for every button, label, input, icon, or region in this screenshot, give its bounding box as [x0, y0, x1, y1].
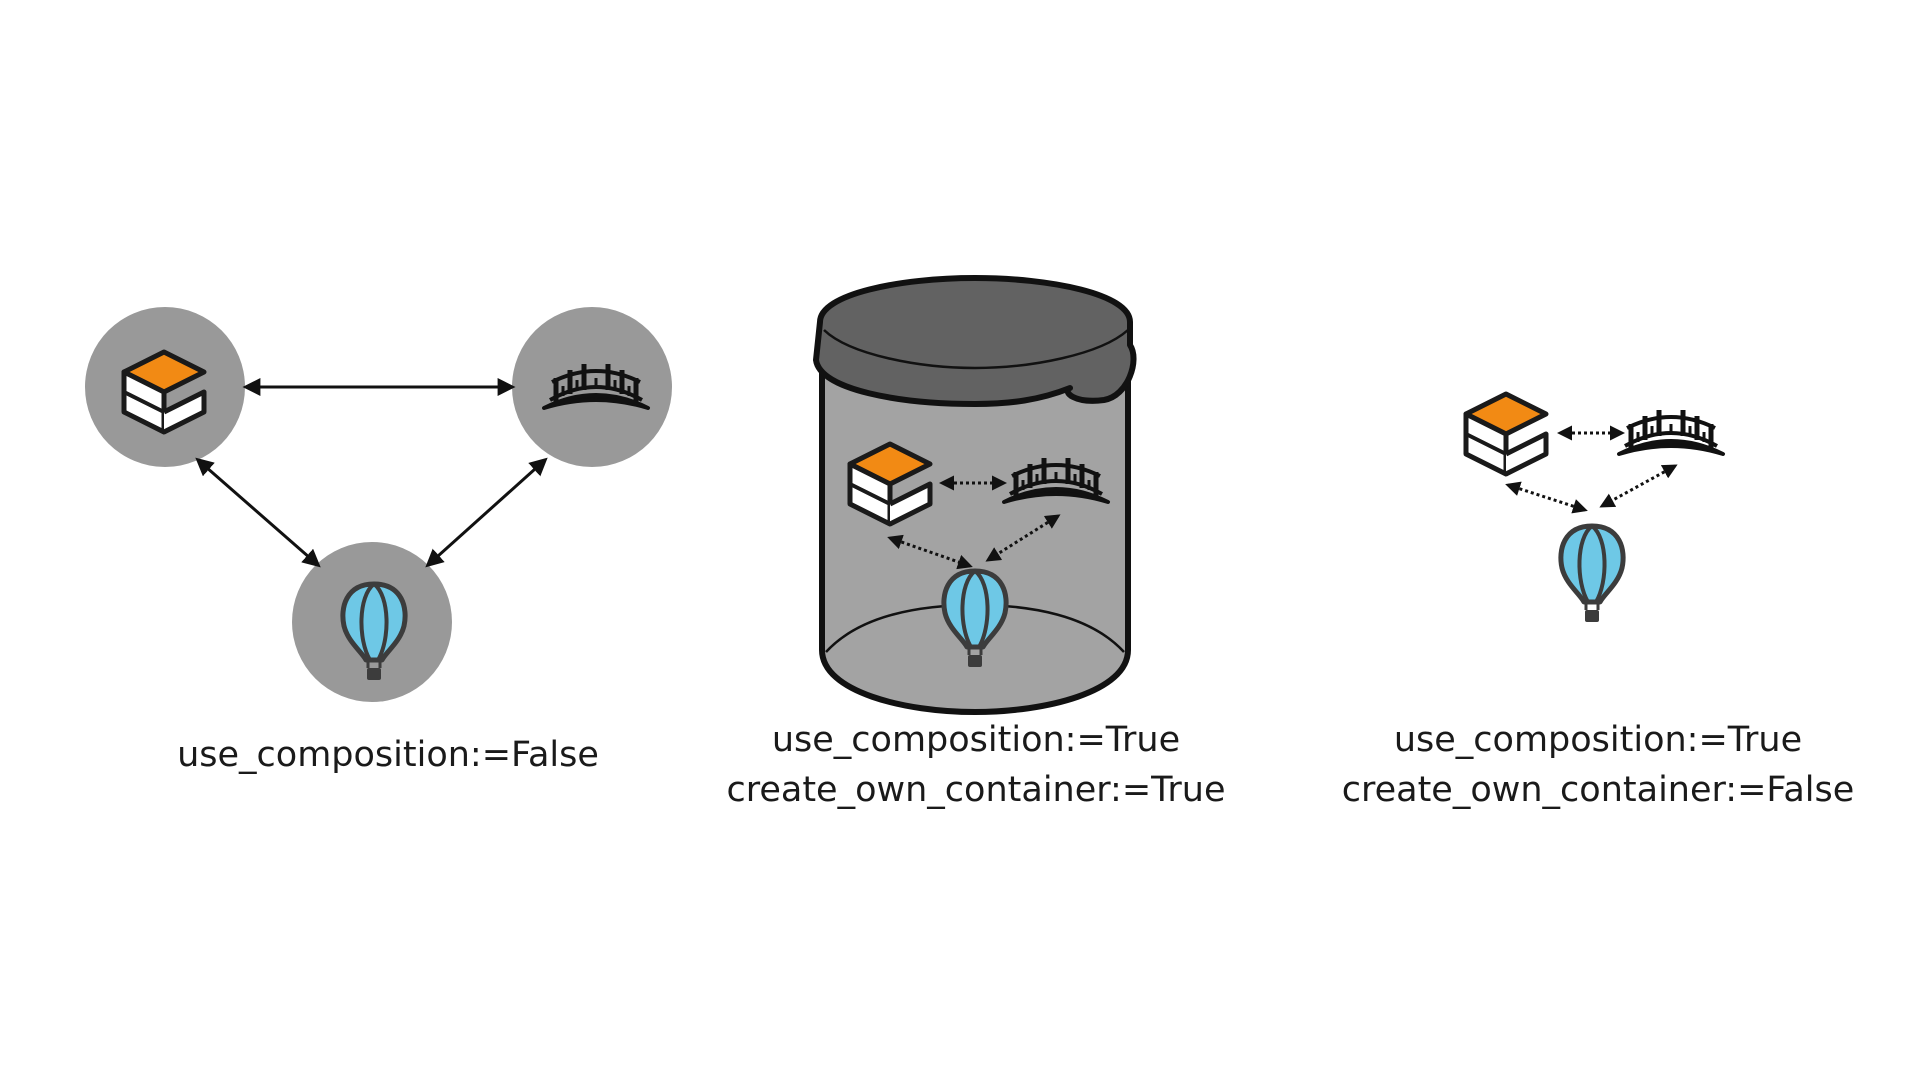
caption-line: use_composition:=True	[1393, 720, 1803, 760]
caption-own-container: use_composition:=True create_own_contain…	[716, 715, 1236, 815]
arrow-cube-balloon	[887, 534, 973, 570]
caption-line: create_own_container:=True	[726, 770, 1226, 810]
bridge-icon	[1619, 410, 1723, 454]
caption-line: use_composition:=False	[177, 735, 599, 775]
container-jar	[813, 275, 1137, 715]
panel-no-composition	[85, 307, 672, 702]
hot-air-balloon-icon	[1561, 526, 1623, 622]
gazebo-cube-icon	[1466, 394, 1546, 474]
panel-own-container	[813, 275, 1137, 715]
arrow-cube-balloon	[195, 457, 321, 568]
caption-shared-container: use_composition:=True create_own_contain…	[1328, 715, 1868, 815]
arrow-bridge-balloon	[985, 514, 1061, 562]
panel-shared-container	[1466, 394, 1723, 622]
arrow-cube-balloon	[1505, 481, 1588, 514]
arrow-bridge-balloon	[425, 457, 548, 568]
arrow-bridge-balloon	[1599, 464, 1678, 508]
container-lid	[813, 275, 1137, 407]
caption-line: create_own_container:=False	[1341, 770, 1855, 810]
caption-line: use_composition:=True	[771, 720, 1181, 760]
caption-no-composition: use_composition:=False	[128, 730, 648, 780]
